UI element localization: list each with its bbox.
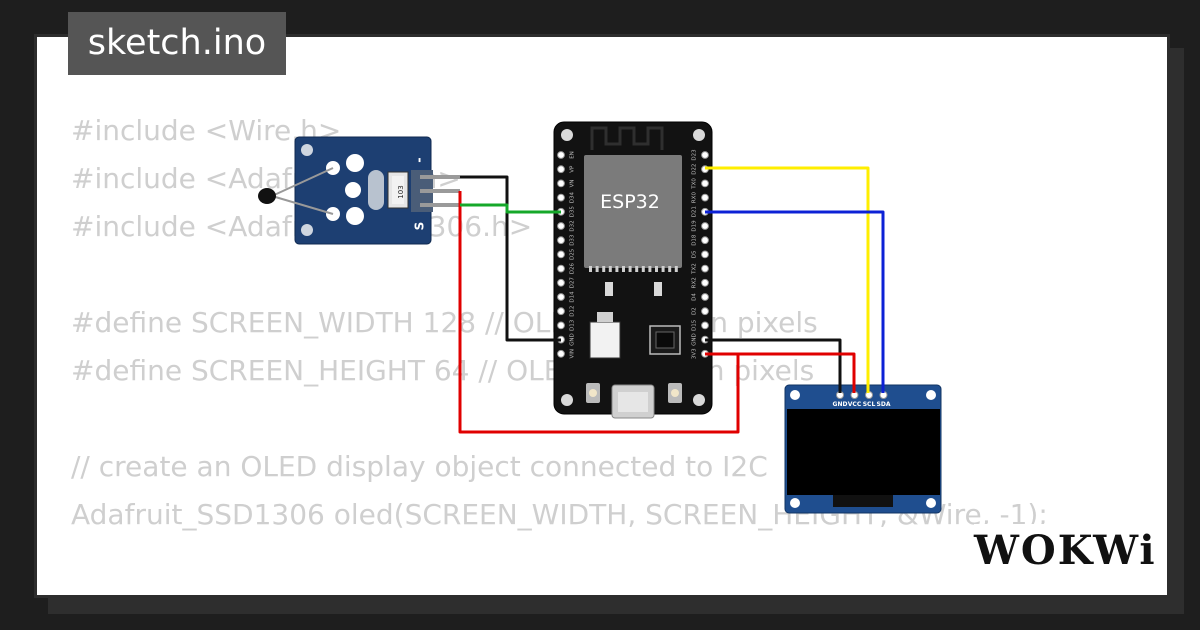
resistor-label: 103 [397, 185, 405, 198]
wire-3v3-vcc [705, 352, 856, 393]
esp32-board[interactable]: ESP32 ENVPVND34D35D32D33D25D26D27D14D12D… [553, 121, 713, 419]
esp32-pin-label: D5 [692, 250, 698, 258]
esp32-pin-label: D2 [692, 307, 698, 315]
esp32-pin-vn[interactable] [557, 179, 565, 188]
esp32-pin-d13[interactable] [557, 321, 565, 330]
esp32-pin-label: RX2 [692, 277, 698, 288]
esp32-pin-d32[interactable] [557, 222, 565, 230]
esp32-pin-label: GND [570, 333, 576, 346]
oled-screen [787, 409, 940, 495]
sensor-pin-signal-label: S [413, 222, 427, 231]
wokwi-logo: WOKWi [974, 524, 1155, 578]
esp32-pin-label: D13 [570, 319, 576, 331]
esp32-pin-label: D18 [692, 234, 698, 246]
esp32-pin-rx0[interactable] [701, 193, 709, 202]
esp32-pin-d19[interactable] [701, 222, 709, 230]
esp32-pin-d26[interactable] [557, 264, 565, 273]
esp32-pin-d33[interactable] [557, 236, 565, 245]
wire-scl [705, 166, 870, 393]
esp32-pin-d25[interactable] [557, 250, 565, 259]
esp32-pin-label: D15 [692, 319, 698, 331]
esp32-pin-label: D19 [692, 220, 698, 232]
esp32-pin-d14[interactable] [557, 293, 565, 301]
oled-pin-label: SDA [877, 401, 891, 408]
esp32-pin-label: VN [570, 179, 576, 187]
esp32-pin-d27[interactable] [557, 278, 565, 287]
esp32-pin-label: D35 [570, 206, 576, 218]
wire-sensor-gnd [460, 175, 561, 342]
wire-sda [705, 210, 885, 393]
wire-3v3-sensor [458, 191, 740, 434]
esp32-pin-d2[interactable] [701, 307, 709, 316]
esp32-pin-vin[interactable] [557, 349, 565, 358]
esp32-pin-d23[interactable] [701, 151, 709, 159]
esp32-pin-label: EN [570, 151, 576, 159]
esp32-pin-label: D26 [570, 262, 576, 274]
esp32-pin-label: TX0 [692, 178, 698, 190]
esp32-pin-label: VP [570, 165, 576, 173]
esp32-pin-label: VIN [570, 349, 576, 359]
esp32-pin-label: D27 [570, 277, 576, 289]
esp32-pin-tx2[interactable] [701, 264, 709, 273]
esp32-pin-d15[interactable] [701, 321, 709, 330]
esp32-module-label: ESP32 [600, 191, 660, 213]
esp32-pin-label: D25 [570, 248, 576, 260]
esp32-pin-label: D34 [570, 191, 576, 203]
esp32-pin-vp[interactable] [557, 165, 565, 174]
wire-gnd-oled [705, 338, 842, 393]
esp32-pin-label: TX2 [692, 263, 698, 275]
esp32-pin-label: 3V3 [692, 348, 698, 359]
esp32-pin-label: D32 [570, 220, 576, 231]
oled-pin-label: SCL [863, 401, 876, 408]
wires [458, 166, 885, 434]
sensor-pin-minus-label: - [413, 157, 428, 162]
esp32-pin-label: D4 [692, 293, 698, 301]
esp32-pin-tx0[interactable] [701, 179, 709, 188]
esp32-pin-label: D23 [692, 149, 698, 161]
esp32-pin-label: D33 [570, 234, 576, 246]
esp32-pin-d12[interactable] [557, 307, 565, 316]
esp32-pin-label: GND [692, 333, 698, 346]
oled-pin-label: VCC [848, 401, 862, 408]
wire-sensor-signal [460, 203, 561, 214]
esp32-pin-en[interactable] [557, 151, 565, 159]
esp32-pin-d5[interactable] [701, 250, 709, 259]
esp32-pin-label: D14 [570, 291, 576, 303]
esp32-pin-label: RX0 [692, 192, 698, 204]
esp32-pin-rx2[interactable] [701, 278, 709, 287]
oled-pin-label: GND [833, 401, 848, 408]
code-line: void setup() { [71, 587, 1048, 595]
file-tab[interactable]: sketch.ino [68, 12, 286, 75]
esp32-pin-label: D22 [692, 164, 698, 175]
esp32-pin-d34[interactable] [557, 193, 565, 202]
thermistor-icon [258, 188, 276, 204]
esp32-pin-d4[interactable] [701, 293, 709, 301]
esp32-pin-d18[interactable] [701, 236, 709, 245]
temperature-sensor-module[interactable]: 103 - S [258, 136, 460, 245]
esp32-pin-label: D12 [570, 306, 576, 317]
code-line: // create an OLED display object connect… [71, 450, 768, 483]
esp32-pin-label: D21 [692, 206, 698, 217]
